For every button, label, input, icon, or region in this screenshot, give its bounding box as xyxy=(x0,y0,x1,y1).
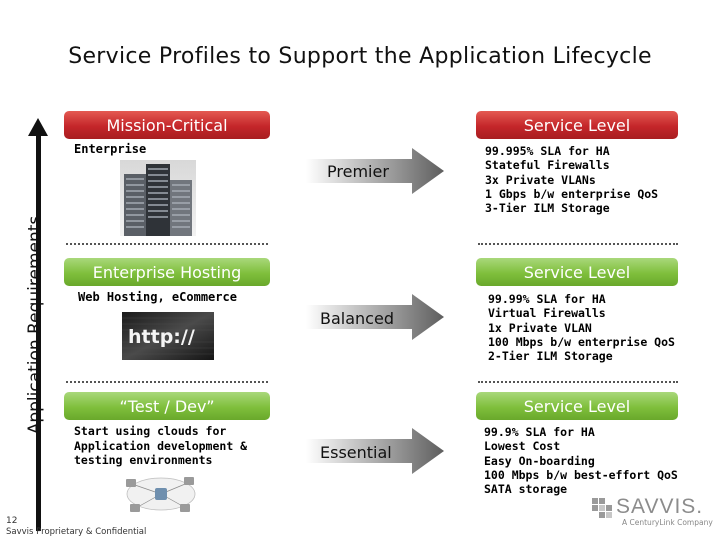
sla-item: Stateful Firewalls xyxy=(485,158,610,173)
right-arrow-icon xyxy=(306,148,444,194)
sla-item: 100 Mbps b/w enterprise QoS xyxy=(488,334,675,349)
cloud-network-image xyxy=(118,470,204,518)
sla-item: 3-Tier ILM Storage xyxy=(485,201,610,216)
service-level-header-1: Service Level xyxy=(476,111,678,139)
tier-subtitle: Web Hosting, eCommerce xyxy=(78,290,237,304)
savvis-logo: SAVVIS. xyxy=(592,494,716,524)
divider xyxy=(478,243,678,245)
sla-item: 2-Tier ILM Storage xyxy=(488,349,613,364)
profile-balanced: Balanced xyxy=(320,309,394,328)
divider xyxy=(478,381,678,383)
sla-item: 3x Private VLANs xyxy=(485,172,596,187)
category-enterprise-hosting: Enterprise Hosting xyxy=(64,258,270,286)
page-number: 12 xyxy=(6,516,18,526)
profile-premier: Premier xyxy=(327,162,389,181)
axis-bar xyxy=(36,133,41,531)
sla-list-premier: 99.995% SLA for HA Stateful Firewalls 3x… xyxy=(485,144,658,215)
sla-list-balanced: 99.99% SLA for HA Virtual Firewalls 1x P… xyxy=(488,292,675,363)
http-screen-image: http:// xyxy=(122,312,214,360)
sla-item: Lowest Cost xyxy=(484,439,561,454)
profile-essential: Essential xyxy=(320,443,392,462)
service-level-header-3: Service Level xyxy=(476,392,678,420)
sla-item: SATA storage xyxy=(484,482,568,497)
logo-wordmark: SAVVIS. xyxy=(616,495,704,518)
slide-title: Service Profiles to Support the Applicat… xyxy=(68,44,652,69)
confidential-notice: Savvis Proprietary & Confidential xyxy=(6,527,147,537)
up-arrow-icon xyxy=(28,118,48,136)
service-level-header-2: Service Level xyxy=(476,258,678,286)
office-buildings-image xyxy=(120,160,196,236)
right-arrow-icon xyxy=(306,428,444,474)
right-arrow-icon xyxy=(306,294,444,340)
logo-tagline: A CenturyLink Company xyxy=(622,518,713,527)
sla-item: 100 Mbps b/w best-effort QoS xyxy=(484,467,678,482)
sla-item: 99.9% SLA for HA xyxy=(484,425,595,439)
tier-subtitle: Enterprise xyxy=(74,142,147,156)
sla-item: Virtual Firewalls xyxy=(488,306,606,321)
sla-item: 99.995% SLA for HA xyxy=(485,144,610,158)
divider xyxy=(66,381,268,383)
sla-list-essential: 99.9% SLA for HA Lowest Cost Easy On-boa… xyxy=(484,425,678,496)
axis-label: Application Requirements xyxy=(25,215,45,435)
svg-text:http://: http:// xyxy=(128,326,195,348)
category-mission-critical: Mission-Critical xyxy=(64,111,270,139)
category-test-dev: “Test / Dev” xyxy=(64,392,270,420)
sla-item: 99.99% SLA for HA xyxy=(488,292,606,306)
divider xyxy=(66,243,268,245)
sla-item: Easy On-boarding xyxy=(484,453,595,468)
tier-subtitle: Start using clouds for Application devel… xyxy=(74,424,248,467)
sla-item: 1x Private VLAN xyxy=(488,320,592,335)
sla-item: 1 Gbps b/w enterprise QoS xyxy=(485,186,659,201)
